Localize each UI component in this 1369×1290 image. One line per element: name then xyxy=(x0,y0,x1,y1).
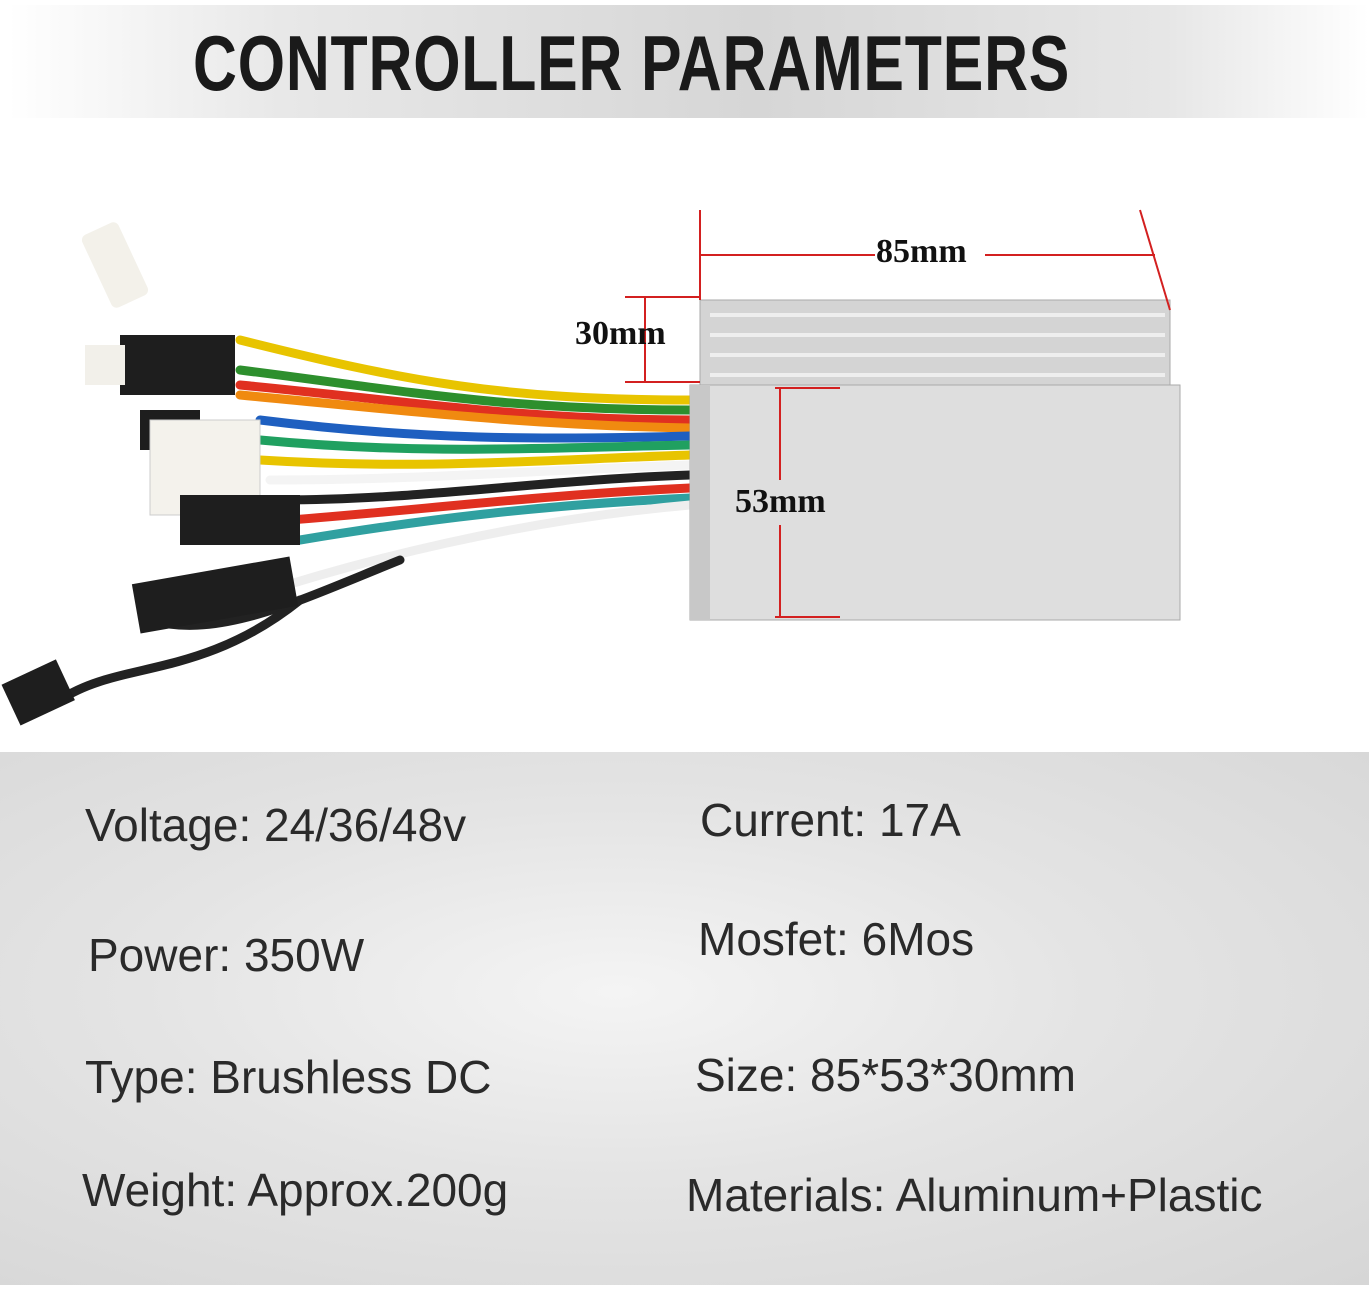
dimension-lines xyxy=(625,209,1171,618)
controller-box xyxy=(689,299,1181,621)
height-label: 30mm xyxy=(575,315,666,352)
spec-weight: Weight: Approx.200g xyxy=(82,1164,509,1216)
length-label: 85mm xyxy=(876,233,967,270)
specs-panel xyxy=(0,752,1369,1285)
page-title: CONTROLLER PARAMETERS xyxy=(193,19,1071,107)
controller-photo xyxy=(1,209,1181,726)
spec-current: Current: 17A xyxy=(700,794,961,846)
spec-mosfet: Mosfet: 6Mos xyxy=(698,913,975,965)
width-label: 53mm xyxy=(735,483,826,520)
spec-type: Type: Brushless DC xyxy=(85,1051,492,1103)
wire-bundle xyxy=(55,335,695,705)
spec-materials: Materials: Aluminum+Plastic xyxy=(686,1169,1263,1221)
connector xyxy=(120,335,235,395)
connector-sleeve xyxy=(81,222,149,308)
title-band xyxy=(8,5,1369,118)
spec-power: Power: 350W xyxy=(88,929,365,981)
spec-voltage: Voltage: 24/36/48v xyxy=(85,799,467,851)
spec-size: Size: 85*53*30mm xyxy=(695,1049,1076,1101)
